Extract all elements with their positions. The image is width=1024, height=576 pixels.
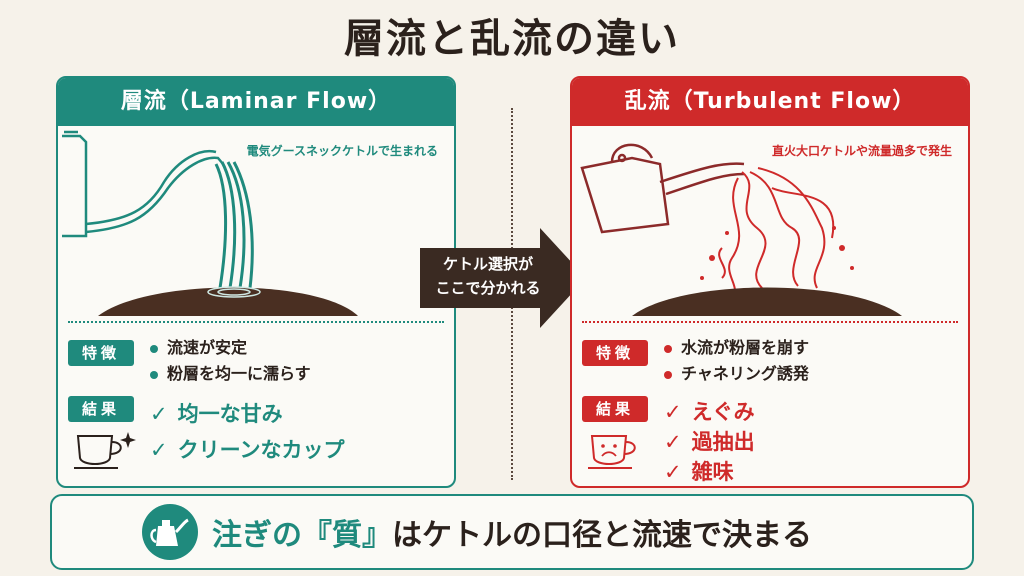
laminar-feature-item: 粉層を均一に濡らす <box>150 360 311 384</box>
turbulent-features-badge: 特徴 <box>582 340 648 366</box>
laminar-result-item: ✓クリーンなカップ <box>150 438 345 462</box>
laminar-divider <box>68 321 444 323</box>
footer-message: 注ぎの『質』はケトルの口径と流速で決まる <box>212 518 812 553</box>
turbulent-feature-item: 水流が粉層を崩す <box>664 334 809 358</box>
turbulent-water-streams <box>718 167 835 297</box>
laminar-header: 層流（Laminar Flow） <box>58 78 454 126</box>
footer-banner: 注ぎの『質』はケトルの口径と流速で決まる <box>50 494 974 570</box>
gooseneck-kettle-icon <box>142 504 198 560</box>
coffee-bed <box>98 287 358 316</box>
cup-sad-icon <box>588 435 636 469</box>
kettle-icon <box>580 143 745 234</box>
cup-smile-icon <box>74 432 136 469</box>
turbulent-note: 直火大口ケトルや流量過多で発生 <box>771 144 952 158</box>
turbulent-result-item: ✓過抽出 <box>664 430 755 454</box>
turbulent-results-badge: 結果 <box>582 396 648 422</box>
turbulent-header: 乱流（Turbulent Flow） <box>572 78 968 126</box>
laminar-feature-item: 流速が安定 <box>150 334 247 358</box>
arrow-right-icon <box>420 228 586 328</box>
turbulent-panel: 乱流（Turbulent Flow） 直火大口ケトルや流量過多で発生 特徴 水流… <box>570 76 970 488</box>
turbulent-illustration <box>580 143 902 316</box>
laminar-note: 電気グースネックケトルで生まれる <box>246 144 438 158</box>
laminar-results-badge: 結果 <box>68 396 134 422</box>
turbulent-feature-item: チャネリング誘発 <box>664 360 809 384</box>
laminar-features-badge: 特徴 <box>68 340 134 366</box>
coffee-bed <box>632 287 902 316</box>
page-title: 層流と乱流の違い <box>344 16 680 62</box>
turbulent-result-item: ✓雑味 <box>664 460 734 484</box>
laminar-water-streams <box>214 161 254 289</box>
laminar-result-item: ✓均一な甘み <box>150 402 283 426</box>
sparkle-icon <box>120 432 136 448</box>
gooseneck-kettle-icon <box>62 130 224 238</box>
laminar-illustration <box>62 130 358 316</box>
turbulent-result-item: ✓えぐみ <box>664 400 755 424</box>
turbulent-divider <box>582 321 958 323</box>
laminar-panel: 層流（Laminar Flow） 電気グースネックケトルで生まれる 特徴 流速が… <box>56 76 456 488</box>
arrow-label: ケトル選択が ここで分かれる <box>435 255 541 297</box>
